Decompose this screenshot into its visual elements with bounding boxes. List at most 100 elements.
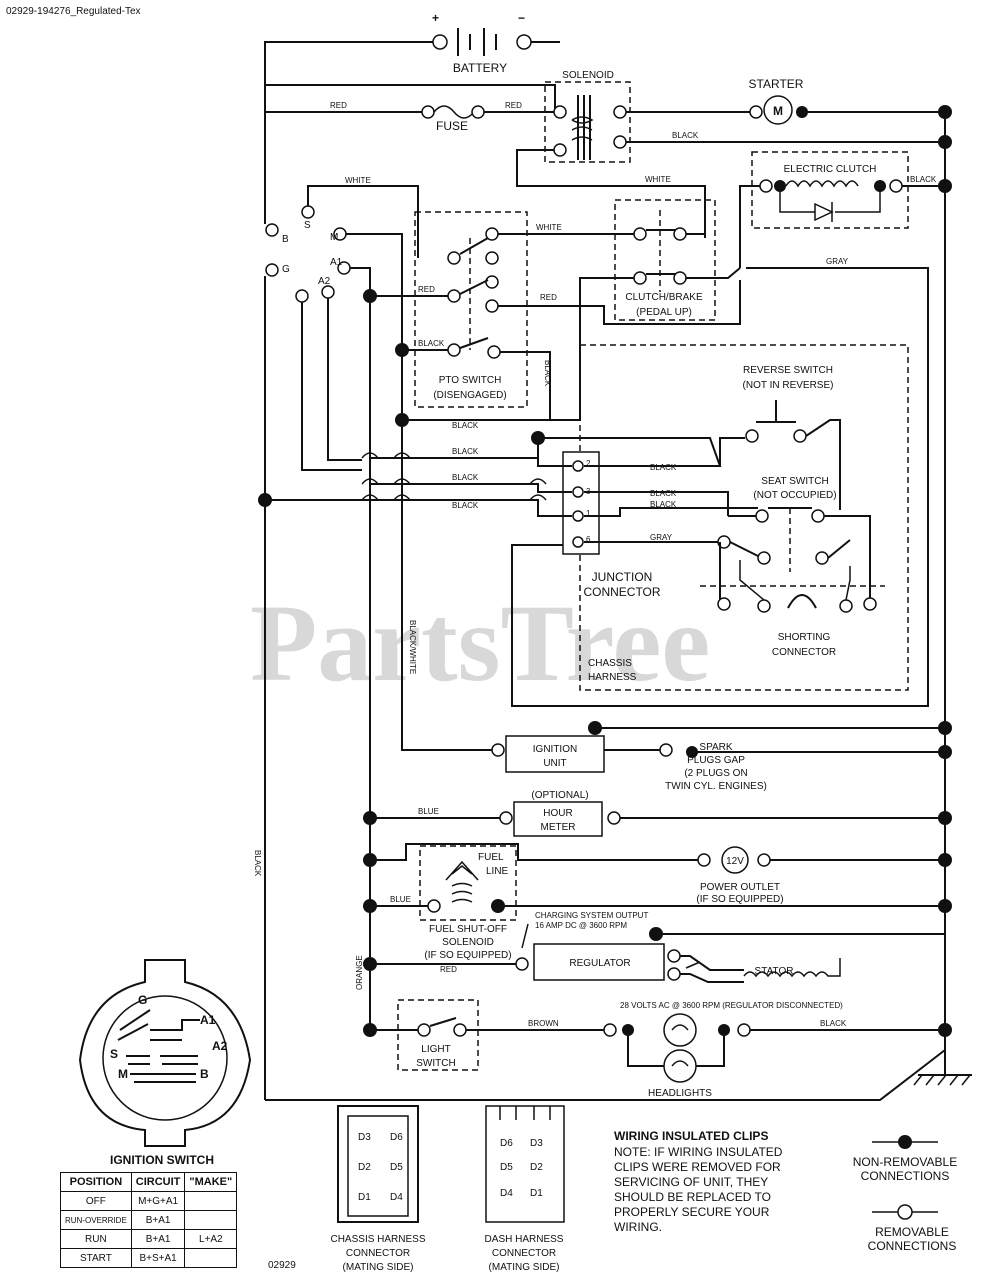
wire-gray-1: GRAY: [826, 257, 849, 266]
fuel-line-label-1: FUEL: [478, 852, 504, 863]
legend-nonremovable-2: CONNECTIONS: [861, 1169, 950, 1183]
clips-note-line-5: PROPERLY SECURE YOUR: [614, 1205, 770, 1219]
table-row: START B+S+A1: [60, 1248, 238, 1268]
legend-removable-2: CONNECTIONS: [868, 1239, 957, 1253]
solenoid-label: SOLENOID: [562, 70, 614, 81]
ign-letter-a2: A2: [212, 1039, 228, 1053]
wire-black-3: BLACK: [418, 339, 445, 348]
ignition-unit: IGNITION UNIT: [491, 721, 952, 773]
spark-line-4: TWIN CYL. ENGINES): [665, 781, 767, 792]
fuel-sol-3: (IF SO EQUIPPED): [424, 950, 511, 961]
table-cell: B+A1: [130, 1229, 186, 1249]
wire-red-1: RED: [330, 101, 347, 110]
chassis-pin-d5: D5: [390, 1162, 403, 1173]
wire-gray-2: GRAY: [650, 533, 673, 542]
fuse-label: FUSE: [436, 119, 468, 133]
wire-black-11: BLACK: [820, 1019, 847, 1028]
ign-letter-a1: A1: [200, 1013, 216, 1027]
spark-line-2: PLUGS GAP: [687, 755, 745, 766]
terminal-a2: A2: [318, 276, 331, 287]
spark-line-1: SPARK: [699, 742, 732, 753]
wire-black-vert: BLACK: [543, 360, 552, 387]
wire-red-2: RED: [505, 101, 522, 110]
dash-connector: D6 D3 D5 D2 D4 D1 DASH HARNESS CONNECTOR…: [485, 1105, 565, 1273]
chassis-connector-label-3: (MATING SIDE): [343, 1262, 414, 1273]
chassis-connector: D3 D6 D2 D5 D1 D4 CHASSIS HARNESS CONNEC…: [330, 1105, 426, 1273]
table-cell: B+S+A1: [130, 1248, 186, 1268]
ignition-switch-schematic: B S M G A1 A2 WHITE: [264, 112, 419, 1100]
table-cell: M+G+A1: [130, 1191, 186, 1211]
starter-symbol: M: [773, 104, 783, 118]
light-switch-label-2: SWITCH: [416, 1058, 455, 1069]
wire-black-5: BLACK: [452, 447, 479, 456]
charging-ac: 28 VOLTS AC @ 3600 RPM (REGULATOR DISCON…: [620, 1001, 843, 1010]
table-row: RUN-OVERRIDE B+A1: [60, 1210, 238, 1230]
battery: + − BATTERY: [264, 11, 560, 85]
stator-label: STATOR: [755, 966, 794, 977]
headlights: BLACK HEADLIGHTS: [603, 1013, 952, 1099]
ignition-switch-diagram: G A1 A2 S M B: [78, 959, 252, 1147]
chassis-pin-d3: D3: [358, 1132, 371, 1143]
clips-note-title: WIRING INSULATED CLIPS: [614, 1129, 768, 1143]
junction-label-2: CONNECTOR: [583, 585, 660, 599]
chassis-pin-d2: D2: [358, 1162, 371, 1173]
terminal-a1: A1: [330, 257, 343, 268]
terminal-m: M: [330, 232, 338, 243]
footer-code: 02929: [268, 1260, 296, 1271]
dash-connector-label-1: DASH HARNESS: [485, 1234, 564, 1245]
chassis-pin-d6: D6: [390, 1132, 403, 1143]
junction-connector: 2 3 1 6 JUNCTION CONNECTOR: [562, 451, 661, 599]
wire-black-1: BLACK: [672, 131, 699, 140]
pto-label-1: PTO SWITCH: [439, 375, 502, 386]
table-cell: OFF: [60, 1191, 132, 1211]
battery-minus: −: [518, 11, 525, 25]
wire-black-left: BLACK: [253, 850, 262, 877]
fuel-line-label-2: LINE: [486, 866, 509, 877]
hour-meter-label-1: HOUR: [543, 808, 572, 819]
electric-clutch: ELECTRIC CLUTCH BLACK: [739, 151, 945, 268]
headlights-label: HEADLIGHTS: [648, 1088, 712, 1099]
wire-black-9: BLACK: [650, 489, 677, 498]
ign-letter-m: M: [118, 1067, 128, 1081]
legend: NON-REMOVABLE CONNECTIONS REMOVABLE CONN…: [853, 1135, 957, 1253]
dash-pin-d4: D4: [500, 1188, 513, 1199]
terminal-g: G: [282, 264, 290, 275]
seat-switch: SEAT SWITCH (NOT OCCUPIED): [717, 476, 871, 600]
wire-black-2: BLACK: [910, 175, 937, 184]
electric-clutch-label: ELECTRIC CLUTCH: [784, 164, 877, 175]
regulator-label: REGULATOR: [569, 958, 630, 969]
wire-black-4: BLACK: [452, 421, 479, 430]
legend-removable-1: REMOVABLE: [875, 1225, 949, 1239]
charging-line-1: CHARGING SYSTEM OUTPUT: [535, 911, 648, 920]
clutch-brake-switch: CLUTCH/BRAKE (PEDAL UP): [614, 199, 716, 321]
wire-black-6: BLACK: [452, 473, 479, 482]
wire-orange: ORANGE: [355, 955, 364, 990]
wire-white-2: WHITE: [645, 175, 671, 184]
table-row: OFF M+G+A1: [60, 1191, 238, 1211]
clutch-label-1: CLUTCH/BRAKE: [625, 292, 703, 303]
wire-red-4: RED: [540, 293, 557, 302]
wire-black-10: BLACK: [650, 500, 677, 509]
wire-red-5: RED: [440, 965, 457, 974]
reverse-label-2: (NOT IN REVERSE): [743, 380, 834, 391]
dash-pin-d1: D1: [530, 1188, 543, 1199]
chassis-harness-label-2: HARNESS: [588, 672, 637, 683]
wire-white-3: WHITE: [536, 223, 562, 232]
table-header: POSITION: [60, 1172, 132, 1192]
starter: M STARTER: [626, 77, 945, 125]
ign-letter-s: S: [110, 1047, 118, 1061]
ground-symbol: [913, 1074, 972, 1086]
chassis-pin-d4: D4: [390, 1192, 403, 1203]
chassis-harness-label-1: CHASSIS: [588, 658, 632, 669]
fuel-solenoid: FUEL LINE BLUE FUEL SHUT-OFF SOLENOID (I…: [363, 845, 952, 961]
pto-switch: PTO SWITCH (DISENGAGED): [414, 211, 528, 408]
table-cell: RUN-OVERRIDE: [60, 1210, 132, 1230]
chassis-connector-label-2: CONNECTOR: [346, 1248, 410, 1259]
hour-meter-optional: (OPTIONAL): [531, 790, 588, 801]
watermark: PartsTree: [250, 582, 710, 704]
table-cell: RUN: [60, 1229, 132, 1249]
legend-nonremovable-dot: [898, 1135, 912, 1149]
table-cell: [184, 1191, 238, 1211]
junction-pin-2: 2: [586, 459, 591, 468]
